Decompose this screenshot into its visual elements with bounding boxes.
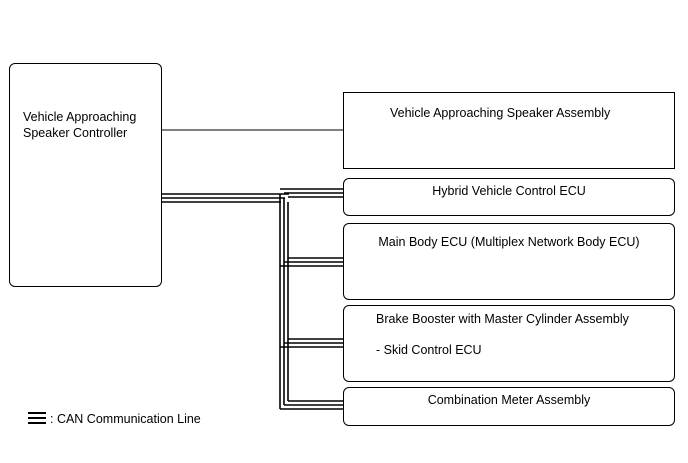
main-body-ecu-label: Main Body ECU (Multiplex Network Body EC… <box>378 235 640 249</box>
speaker-label: Vehicle Approaching Speaker Assembly <box>390 106 611 120</box>
can-bus-lines <box>162 188 343 410</box>
hybrid-vehicle-control-ecu: Hybrid Vehicle Control ECU <box>343 178 675 216</box>
can-line-legend-icon <box>28 411 46 426</box>
combination-meter-assembly: Combination Meter Assembly <box>343 387 675 426</box>
skid-control-ecu-label: - Skid Control ECU <box>376 343 482 357</box>
vehicle-approaching-speaker-assembly: Vehicle Approaching Speaker Assembly <box>343 92 675 169</box>
legend-label: : CAN Communication Line <box>50 412 201 426</box>
combination-meter-label: Combination Meter Assembly <box>427 393 591 407</box>
brake-booster-assembly: Brake Booster with Master Cylinder Assem… <box>343 305 675 382</box>
hybrid-ecu-label: Hybrid Vehicle Control ECU <box>432 184 586 198</box>
brake-booster-label: Brake Booster with Master Cylinder Assem… <box>376 312 629 326</box>
controller-label: Vehicle Approaching Speaker Controller <box>23 110 137 140</box>
vehicle-approaching-speaker-controller: Vehicle Approaching Speaker Controller <box>9 63 162 287</box>
legend: : CAN Communication Line <box>28 411 201 427</box>
main-body-ecu: Main Body ECU (Multiplex Network Body EC… <box>343 223 675 300</box>
